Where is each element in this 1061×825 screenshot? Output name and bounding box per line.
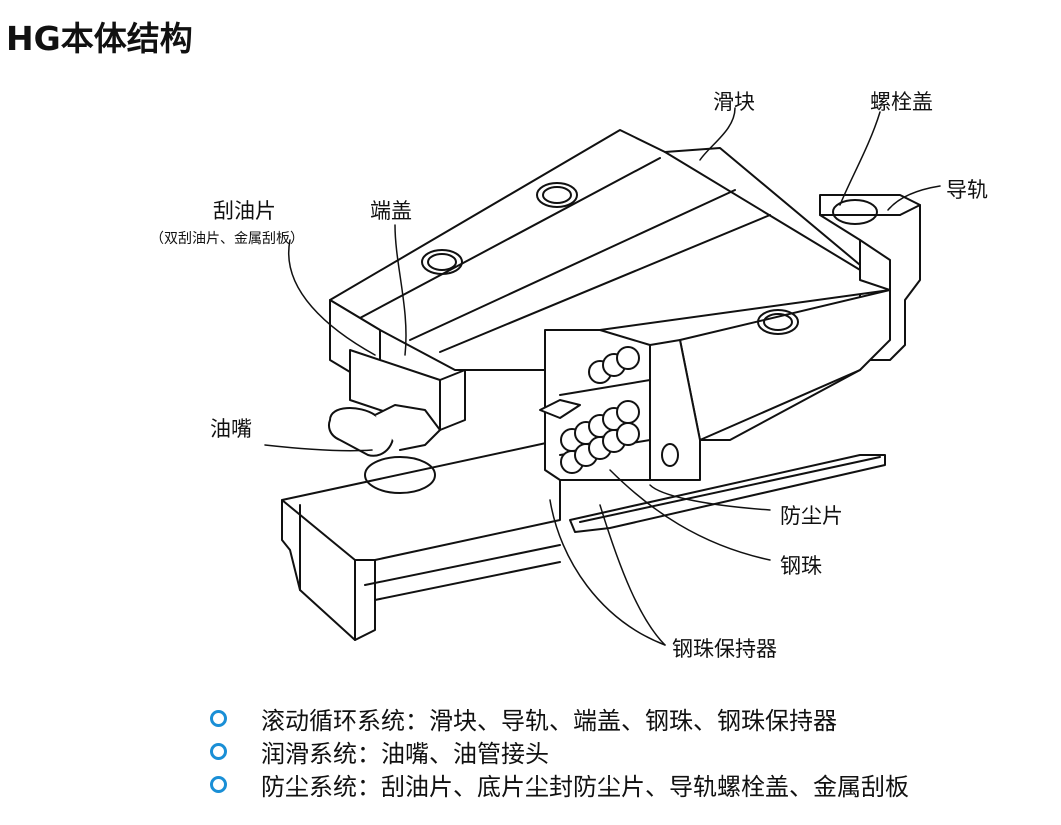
legend-text: 润滑系统：油嘴、油管接头 (261, 740, 549, 768)
legend-text: 防尘系统：刮油片、底片尘封防尘片、导轨螺栓盖、金属刮板 (261, 773, 909, 801)
label-scraper-note: （双刮油片、金属刮板） (150, 231, 304, 247)
label-end-cap: 端盖 (370, 199, 412, 223)
label-slider: 滑块 (713, 90, 755, 114)
label-scraper: 刮油片 (213, 199, 276, 223)
label-ball-retainer: 钢珠保持器 (672, 637, 777, 661)
label-ball: 钢珠 (780, 554, 822, 578)
circle-bullet-icon (210, 776, 227, 793)
page-title: HG本体结构 (6, 19, 193, 58)
circle-bullet-icon (210, 710, 227, 727)
leader-lines (264, 107, 941, 646)
label-grease-nipple: 油嘴 (210, 417, 252, 441)
balls-drawing (539, 346, 640, 474)
legend-item: 防尘系统：刮油片、底片尘封防尘片、导轨螺栓盖、金属刮板 (210, 768, 909, 801)
slider-drawing (329, 129, 891, 481)
grease-nipple-drawing (328, 404, 441, 494)
legend-text: 滚动循环系统：滑块、导轨、端盖、钢珠、钢珠保持器 (261, 707, 837, 735)
label-dust-seal: 防尘片 (780, 504, 843, 528)
label-rail: 导轨 (946, 178, 988, 202)
legend-item: 滚动循环系统：滑块、导轨、端盖、钢珠、钢珠保持器 (210, 702, 909, 735)
hg-structure-diagram (264, 107, 941, 646)
label-bolt-cap: 螺栓盖 (870, 90, 933, 114)
system-legend: 滚动循环系统：滑块、导轨、端盖、钢珠、钢珠保持器 润滑系统：油嘴、油管接头 防尘… (210, 702, 909, 801)
legend-item: 润滑系统：油嘴、油管接头 (210, 735, 909, 768)
circle-bullet-icon (210, 743, 227, 760)
